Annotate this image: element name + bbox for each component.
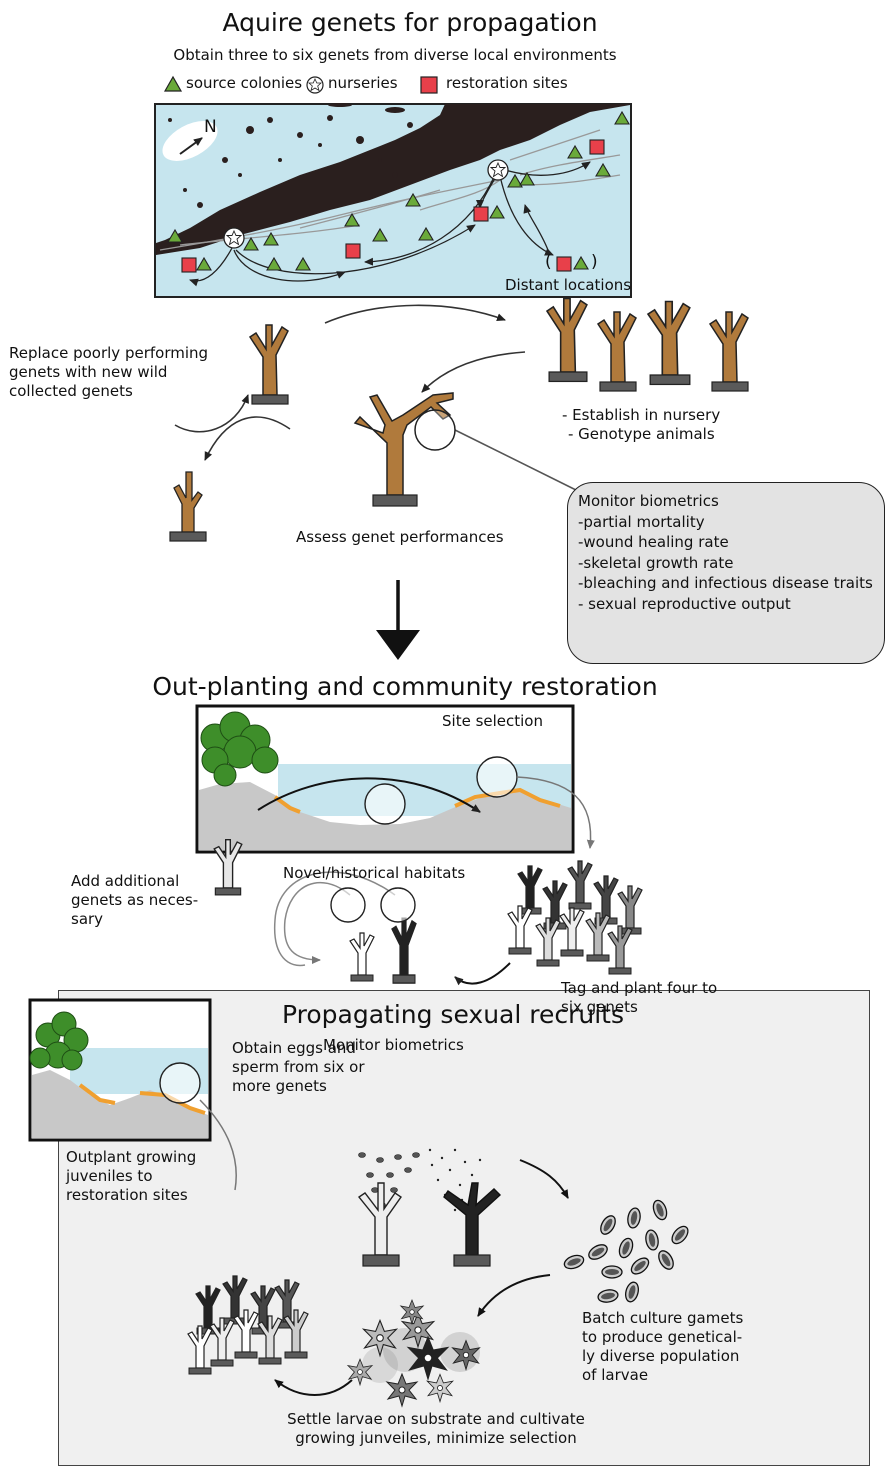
monitor-item: - sexual reproductive output [578, 594, 791, 613]
paren-close: ) [591, 252, 598, 272]
egg-cluster [561, 1197, 692, 1305]
parent-coral-white [357, 1182, 402, 1267]
legend-restoration-square [420, 76, 438, 94]
map-nursery [223, 227, 245, 249]
north-label: N [204, 117, 217, 137]
add-genets-text: Add additional genets as neces-sary [71, 872, 199, 928]
replace-text: Replace poorly performing genets with ne… [9, 344, 209, 400]
section1-subtitle: Obtain three to six genets from diverse … [173, 46, 617, 64]
section3-title: Propagating sexual recruits [281, 1000, 625, 1029]
monitor-biometrics-label: Monitor biometrics [323, 1036, 464, 1054]
monitor-item: -wound healing rate [578, 533, 729, 551]
habitats-label: Novel/historical habitats [283, 864, 466, 882]
legend-restoration: restoration sites [446, 74, 568, 92]
settle-text: Settle larvae on substrate and cultivate… [287, 1410, 585, 1447]
monitor-item: -partial mortality [578, 512, 705, 531]
legend-source: source colonies [186, 74, 302, 92]
section1-title: Aquire genets for propagation [222, 8, 598, 37]
establish-line1: - Establish in nursery [562, 406, 721, 424]
map [154, 103, 632, 298]
site-selection-label: Site selection [442, 712, 543, 730]
big-down-arrow-head [376, 630, 420, 660]
map-nursery [487, 159, 509, 181]
legend-nurseries: nurseries [328, 74, 398, 92]
legend-source-triangle [163, 75, 183, 92]
legend-nursery-star [306, 76, 324, 94]
assess-text: Assess genet performances [296, 528, 504, 546]
monitor-item: -bleaching and infectious disease traits [578, 574, 873, 592]
legend-restoration-label: restoration sites [446, 74, 568, 92]
batch-text: Batch culture gamets to produce genetica… [582, 1309, 744, 1384]
establish-line2: - Genotype animals [568, 425, 715, 443]
juvenile-corals [187, 1275, 309, 1375]
larvae-cluster [347, 1299, 480, 1407]
tag-plant-text: Tag and plant four to six genets [561, 979, 718, 1016]
monitor-item: -skeletal growth rate [578, 553, 734, 572]
legend-nurseries-label: nurseries [328, 74, 398, 92]
section2-title: Out-planting and community restoration [152, 672, 658, 701]
legend-source-label: source colonies [186, 74, 303, 92]
monitor-box-title: Monitor biometrics [578, 492, 719, 510]
distant-locations-label: Distant locations [505, 276, 632, 294]
coral-assess [353, 392, 454, 507]
obtain-text: Obtain eggs and sperm from six or more g… [232, 1039, 365, 1095]
parent-coral-black [443, 1182, 502, 1267]
outplant-text: Outplant growing juveniles to restoratio… [66, 1148, 197, 1204]
coral-small-poor [169, 471, 207, 542]
monitor-biometrics-box: Monitor biometrics -partial mortality -w… [567, 482, 885, 664]
outplant-scene [28, 998, 212, 1142]
paren-open: ( [545, 252, 552, 272]
